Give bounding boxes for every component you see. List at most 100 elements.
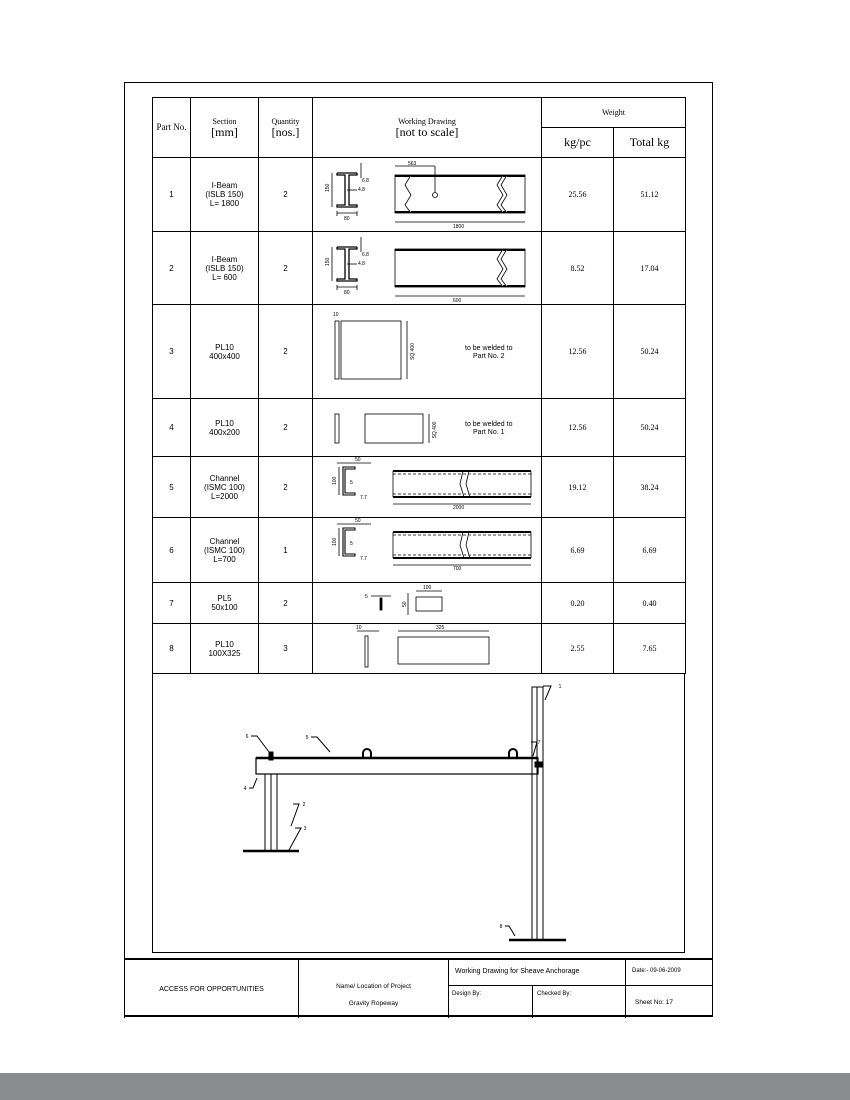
dim-width: 80 xyxy=(344,216,350,222)
dim-height: 150 xyxy=(325,257,331,266)
weight-kg-pc: 25.56 xyxy=(541,157,614,232)
dim-hole: 563 xyxy=(408,161,417,167)
weld-note: to be welded to xyxy=(465,345,513,352)
dim-width: 100 xyxy=(423,585,432,591)
callout: 6 xyxy=(246,734,249,740)
part-number: 6 xyxy=(152,517,191,583)
part-number: 8 xyxy=(152,623,191,674)
assembly-svg: 1 2 3 4 5 6 7 8 xyxy=(243,684,566,942)
dim-thickness: 10 xyxy=(356,625,362,631)
section-cell: I-Beam(ISLB 150)L= 600 xyxy=(190,231,259,305)
header-section: Section[mm] xyxy=(190,97,259,158)
dim-flange: 6.8 xyxy=(362,178,369,184)
dim-length: 2000 xyxy=(453,505,464,511)
part-drawing: 50 100 5 7.7 2000 xyxy=(332,457,532,511)
table-row: 1 I-Beam(ISLB 150)L= 1800 2 150 6.8 4.8 … xyxy=(152,157,686,232)
part-drawing: SQ.400 to be welded to Part No. 1 xyxy=(334,413,513,444)
working-drawing-cell: 10 SQ.400 to be welded to Part No. 2 xyxy=(312,304,542,399)
section-cell: Channel(ISMC 100)L=2000 xyxy=(190,456,259,518)
assembly-drawing: 1 2 3 4 5 6 7 8 xyxy=(152,673,685,953)
weight-kg-pc: 8.52 xyxy=(541,231,614,305)
quantity-cell: 3 xyxy=(258,623,313,674)
working-drawing-cell: 150 6.8 4.8 80 1800 563 xyxy=(312,157,542,232)
footer-bar xyxy=(0,1073,850,1100)
part-drawing: 50 100 5 7.7 700 xyxy=(332,518,532,572)
weight-kg-pc: 12.56 xyxy=(541,398,614,457)
part-drawing: 150 6.8 4.8 80 600 xyxy=(325,237,526,304)
part-drawing: 10 SQ.400 to be welded to Part No. 2 xyxy=(333,312,513,380)
part-number: 2 xyxy=(152,231,191,305)
title-block: ACCESS FOR OPPORTUNITIES Name/ Location … xyxy=(124,958,713,1018)
working-drawing-cell: 10 325 xyxy=(312,623,542,674)
callout: 3 xyxy=(304,826,307,832)
table-row: 2 I-Beam(ISLB 150)L= 600 2 150 6.8 4.8 8… xyxy=(152,231,686,305)
dim-width: 325 xyxy=(436,625,445,631)
header-drawing: Working Drawing[not to scale] xyxy=(312,97,542,158)
section-cell: Channel(ISMC 100)L=700 xyxy=(190,517,259,583)
weight-kg-pc: 2.55 xyxy=(541,623,614,674)
weight-total: 51.12 xyxy=(613,157,686,232)
weld-note: Part No. 2 xyxy=(473,353,505,360)
dim-web: 4.8 xyxy=(358,261,365,267)
callout: 4 xyxy=(244,786,247,792)
org-name: ACCESS FOR OPPORTUNITIES xyxy=(124,960,298,1018)
part-number: 3 xyxy=(152,304,191,399)
table-row: 6 Channel(ISMC 100)L=700 1 50 100 5 7.7 … xyxy=(152,517,686,583)
callout: 8 xyxy=(500,924,503,930)
dim-thickness: 5 xyxy=(365,594,368,600)
dim-flange: 6.8 xyxy=(362,252,369,258)
quantity-cell: 1 xyxy=(258,517,313,583)
quantity-cell: 2 xyxy=(258,582,313,624)
quantity-cell: 2 xyxy=(258,157,313,232)
weight-total: 38.24 xyxy=(613,456,686,518)
part-drawing: 150 6.8 4.8 80 1800 563 xyxy=(325,161,526,230)
part-number: 1 xyxy=(152,157,191,232)
weight-kg-pc: 6.69 xyxy=(541,517,614,583)
checked-by: Checked By: xyxy=(532,986,625,1018)
header-total-kg: Total kg xyxy=(613,127,686,158)
quantity-cell: 2 xyxy=(258,231,313,305)
dim-height: 100 xyxy=(332,537,338,546)
dim-width: 50 xyxy=(355,457,361,463)
working-drawing-cell: 50 100 5 7.7 2000 xyxy=(312,456,542,518)
table-row: 5 Channel(ISMC 100)L=2000 2 50 100 5 7.7… xyxy=(152,456,686,518)
parts-table: Part No. Section[mm] Quantity[nos.] Work… xyxy=(152,97,686,674)
header-quantity: Quantity[nos.] xyxy=(258,97,313,158)
weight-total: 17.04 xyxy=(613,231,686,305)
weld-note: Part No. 1 xyxy=(473,429,505,436)
weight-kg-pc: 0.20 xyxy=(541,582,614,624)
header-part-no: Part No. xyxy=(152,97,191,158)
part-drawing: 10 325 xyxy=(356,625,490,668)
quantity-cell: 2 xyxy=(258,456,313,518)
callout: 1 xyxy=(559,684,562,690)
drawing-title: Working Drawing for Sheave Anchorage xyxy=(449,960,625,986)
dim-web: 4.8 xyxy=(358,187,365,193)
dim-height: 50 xyxy=(402,601,408,607)
dim-web: 5 xyxy=(350,480,353,486)
part-number: 5 xyxy=(152,456,191,518)
dim-flange: 7.7 xyxy=(360,556,367,562)
dim-thickness: 10 xyxy=(333,312,339,318)
callout-labels: 1 2 3 4 5 6 7 8 xyxy=(244,684,562,930)
weight-total: 7.65 xyxy=(613,623,686,674)
working-drawing-cell: SQ.400 to be welded to Part No. 1 xyxy=(312,398,542,457)
weight-total: 0.40 xyxy=(613,582,686,624)
dim-length: 1800 xyxy=(453,224,464,230)
weight-kg-pc: 19.12 xyxy=(541,456,614,518)
weight-total: 50.24 xyxy=(613,398,686,457)
main-beam xyxy=(255,757,539,775)
dim-width: 50 xyxy=(355,518,361,524)
callout: 7 xyxy=(538,740,541,746)
drawing-frame xyxy=(124,82,713,1017)
part-drawing: 5 100 50 xyxy=(365,585,443,615)
section-cell: I-Beam(ISLB 150)L= 1800 xyxy=(190,157,259,232)
